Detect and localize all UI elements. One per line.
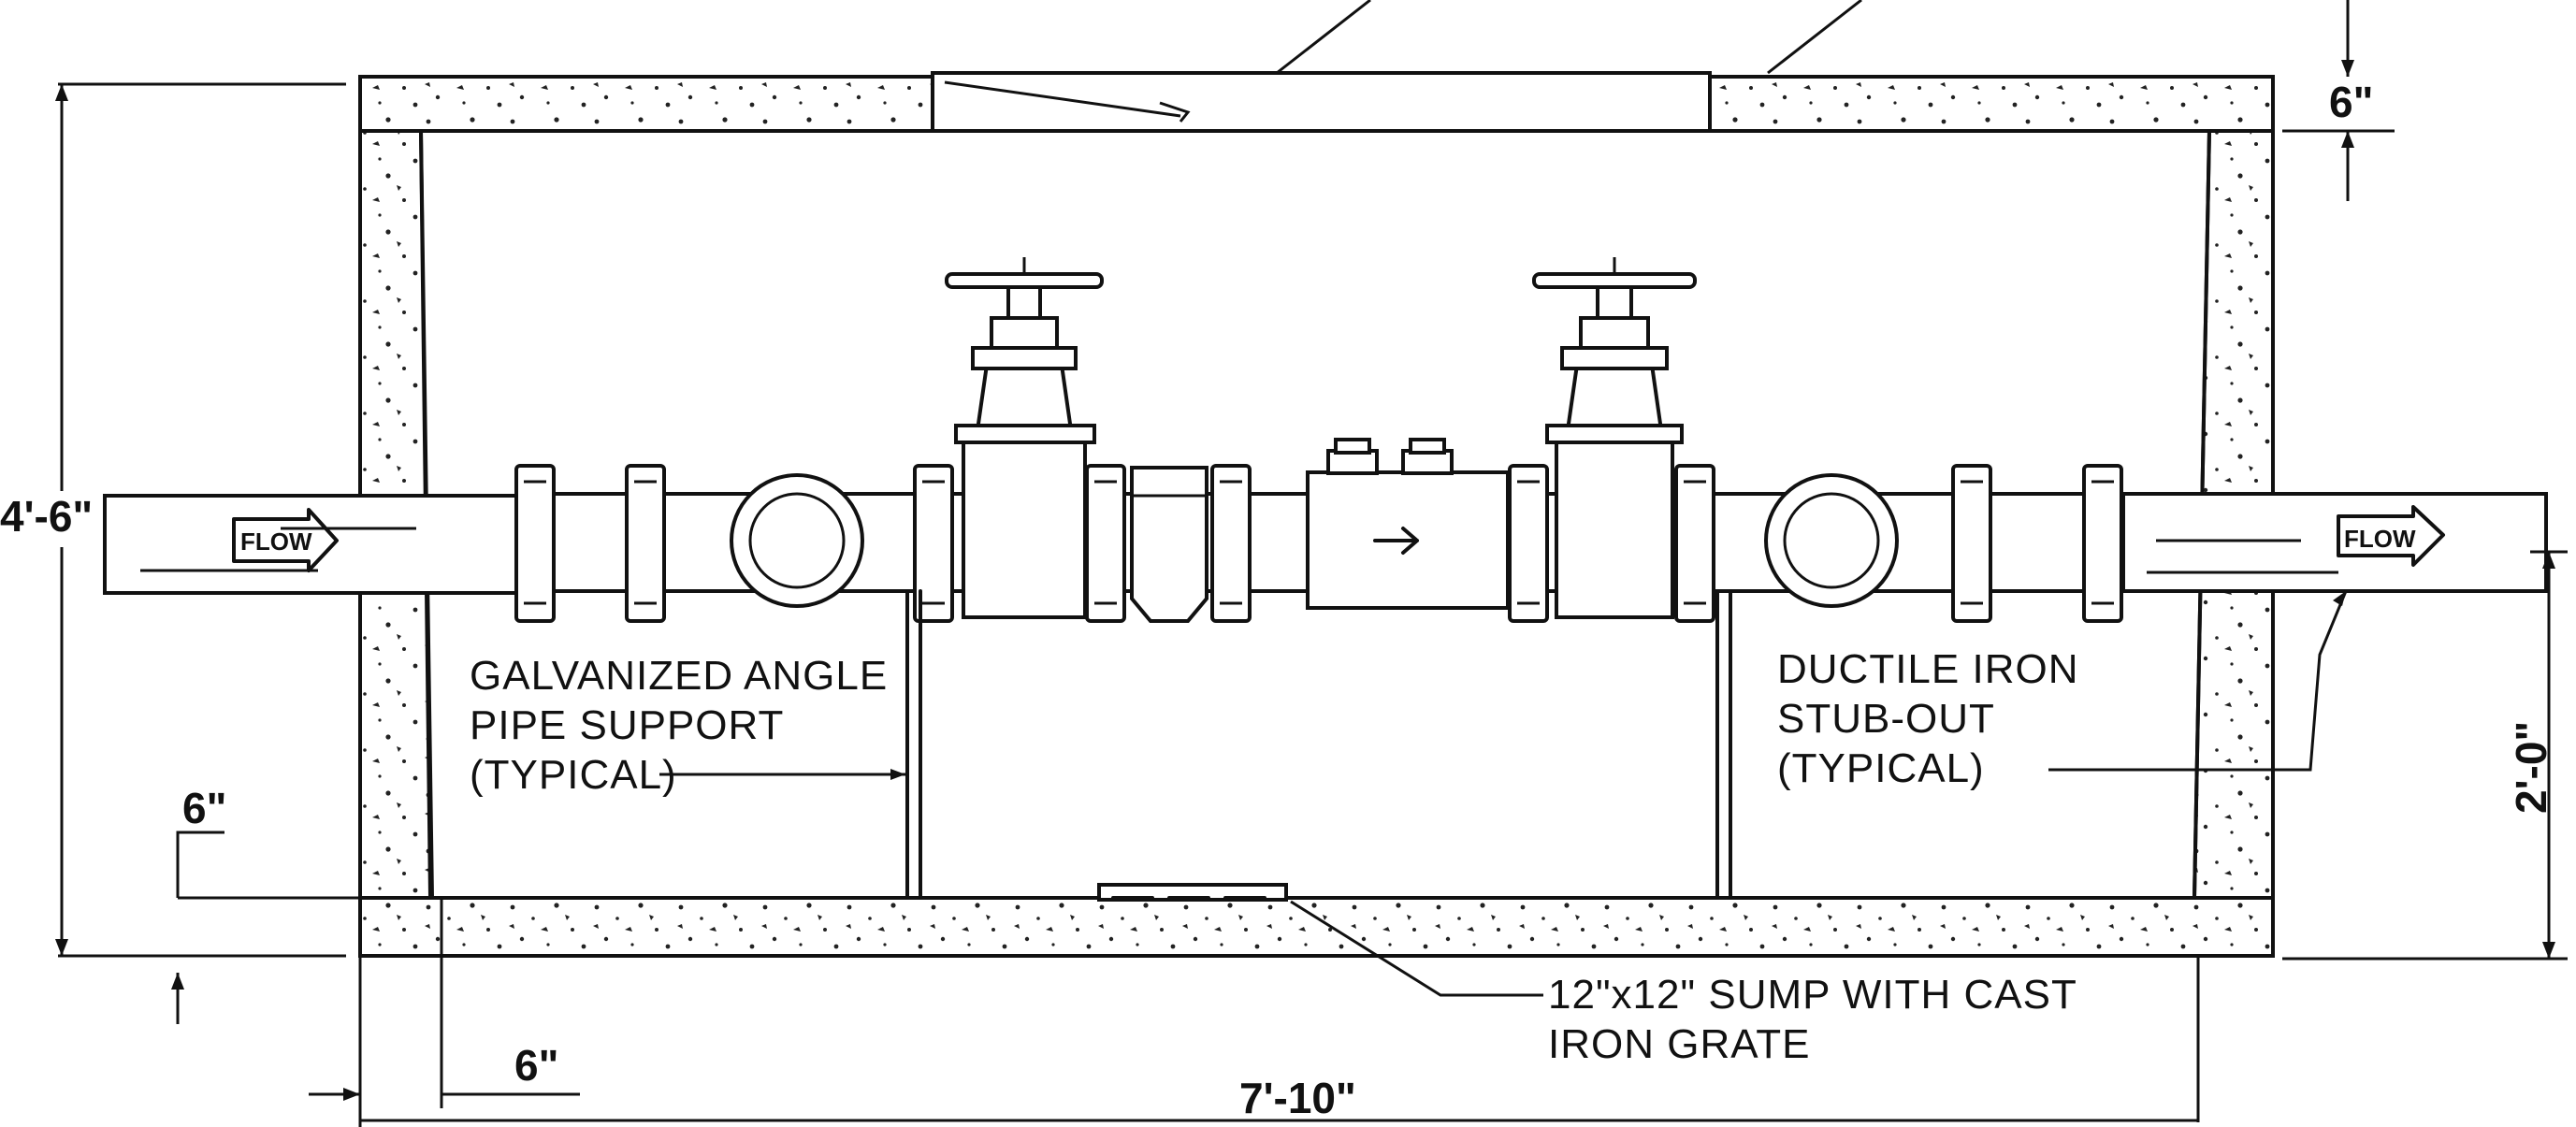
svg-text:6": 6": [182, 784, 226, 832]
label-sump: 12"x12" SUMP WITH CAST IRON GRATE: [1290, 900, 2077, 1067]
flange-8: [1951, 464, 1992, 623]
svg-text:4'-6": 4'-6": [0, 492, 93, 541]
svg-text:GALVANIZED ANGLE: GALVANIZED ANGLE: [470, 653, 888, 699]
svg-text:IRON GRATE: IRON GRATE: [1548, 1021, 1811, 1067]
svg-text:2'-0": 2'-0": [2507, 721, 2555, 814]
dimension-height-overall: 4'-6": [0, 82, 346, 958]
access-hatch-lid: [931, 71, 1712, 133]
dimension-bottom-slab: 6": [171, 784, 430, 1024]
dimension-pipe-height: 2'-0": [2282, 550, 2568, 961]
flange-1: [514, 464, 556, 623]
dimension-width-overall: 7'-10": [358, 956, 2200, 1127]
svg-text:(TYPICAL): (TYPICAL): [1777, 745, 1985, 791]
top-callout-leaders: [1276, 0, 1862, 75]
gate-valve-right: [1532, 257, 1697, 619]
flange-2: [625, 464, 666, 623]
pipe-supports: [905, 589, 1732, 900]
handwheel-right: [1532, 272, 1697, 289]
flange-9: [2082, 464, 2123, 623]
svg-text:PIPE SUPPORT: PIPE SUPPORT: [470, 702, 784, 748]
check-valve: [1130, 466, 1208, 623]
flange-5: [1210, 464, 1252, 623]
flow-arrow-left: FLOW: [232, 508, 339, 572]
dimension-wall-left: 6": [309, 898, 580, 1108]
label-ductile-iron: DUCTILE IRON STUB-OUT (TYPICAL): [1777, 590, 2348, 791]
inlet-pipe: [103, 494, 522, 595]
flange-4: [1085, 464, 1126, 623]
svg-text:FLOW: FLOW: [2344, 525, 2416, 553]
tee-fitting-right: [1764, 473, 1899, 608]
backflow-preventer-body: [1306, 438, 1510, 610]
flange-6: [1508, 464, 1549, 623]
gate-valve-left: [945, 257, 1104, 619]
svg-text:STUB-OUT: STUB-OUT: [1777, 696, 1995, 742]
flow-arrow-right: FLOW: [2337, 505, 2445, 567]
svg-text:12"x12" SUMP WITH CAST: 12"x12" SUMP WITH CAST: [1548, 972, 2077, 1018]
svg-text:DUCTILE IRON: DUCTILE IRON: [1777, 646, 2078, 692]
dimension-top-slab: 6": [2282, 0, 2395, 201]
svg-text:6": 6": [514, 1041, 558, 1090]
flange-3: [913, 464, 954, 623]
flange-7: [1674, 464, 1715, 623]
label-galvanized-angle: GALVANIZED ANGLE PIPE SUPPORT (TYPICAL): [470, 653, 905, 798]
svg-text:7'-10": 7'-10": [1239, 1074, 1356, 1122]
svg-text:FLOW: FLOW: [240, 527, 312, 556]
svg-text:(TYPICAL): (TYPICAL): [470, 752, 677, 798]
svg-text:6": 6": [2329, 78, 2373, 126]
outlet-pipe: [2121, 492, 2548, 593]
vault-concrete: [358, 71, 2275, 958]
tee-fitting-left: [730, 473, 864, 608]
handwheel-left: [945, 272, 1104, 289]
